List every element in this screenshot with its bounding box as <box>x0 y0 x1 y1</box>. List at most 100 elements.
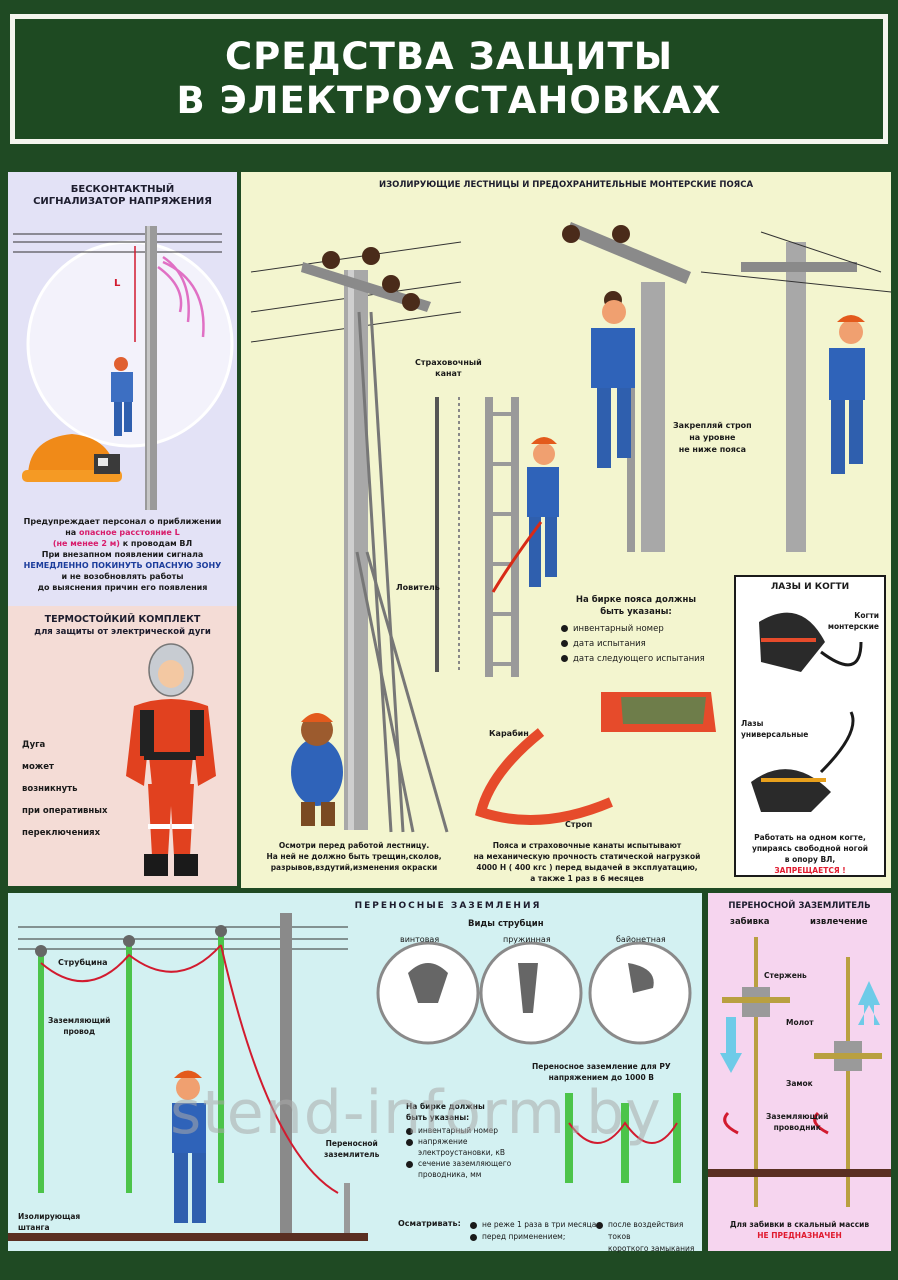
clamp-type-screw: винтовая <box>400 935 440 944</box>
claws-label-line2: монтерские <box>827 622 879 631</box>
detector-warn-leave: НЕМЕДЛЕННО ПОКИНУТЬ ОПАСНУЮ ЗОНУ <box>23 561 222 570</box>
grounding-tag-info: На бирке должны быть указаны: инвентарны… <box>406 1101 516 1180</box>
portable-label-line1: Переносной <box>325 1139 378 1148</box>
fasten-line2: на уровне <box>689 433 736 442</box>
claws-warn-line2: упираясь свободной ногой <box>751 844 869 853</box>
inspect-schedule-list-left: не реже 1 раза в три месяца; перед приме… <box>470 1219 599 1243</box>
claws-title: ЛАЗЫ И КОГТИ <box>770 582 850 592</box>
grounding-tag-list: инвентарный номер напряжение электроуста… <box>406 1125 516 1180</box>
rope-label-line2: канат <box>435 369 462 378</box>
claws-label: Когти монтерские <box>819 610 879 632</box>
belt-test-note: Пояса и страховочные канаты испытывают н… <box>457 840 717 884</box>
header-title-line2: В ЭЛЕКТРОУСТАНОВКАХ <box>176 79 722 122</box>
rope-label-line1: Страховочный <box>415 358 482 367</box>
ladders-panel: ИЗОЛИРУЮЩИЕ ЛЕСТНИЦЫ И ПРЕДОХРАНИТЕЛЬНЫЕ… <box>241 172 892 888</box>
detector-warn-min: (не менее 2 м) <box>52 539 120 548</box>
detector-title: БЕСКОНТАКТНЫЙ СИГНАЛИЗАТОР НАПРЯЖЕНИЯ <box>8 184 237 208</box>
claws-warn-forbidden: ЗАПРЕЩАЕТСЯ ! <box>774 866 846 875</box>
clamp-type-spring: пружинная <box>503 935 551 944</box>
earth-rod-illustration <box>708 937 891 1207</box>
portable-label-line2: заземлитель <box>324 1150 380 1159</box>
test-line3: 4000 Н ( 400 кгс ) перед выдачей в экспл… <box>476 863 698 872</box>
laz-label-line2: универсальные <box>741 730 809 739</box>
thermal-text-line: возникнуть <box>22 784 78 794</box>
grounding-title: ПЕРЕНОСНЫЕ ЗАЗЕМЛЕНИЯ <box>354 901 542 911</box>
earth-col-extract: извлечение <box>810 917 868 927</box>
belt-tag-title2: быть указаны: <box>600 607 672 617</box>
inspect-line3: разрывов,вздутий,изменения окраски <box>270 863 438 872</box>
claws-warning: Работать на одном когте, упираясь свобод… <box>735 832 885 876</box>
ru-label-line2: напряжением до 1000 В <box>548 1073 655 1082</box>
inspect-schedule-label: Осматривать: <box>398 1219 461 1228</box>
grounding-tag-item: сечение заземляющего проводника, мм <box>406 1158 516 1180</box>
earth-cond-line1: Заземляющий <box>766 1112 829 1121</box>
inspect-item-continued: короткого замыкания <box>608 1244 695 1253</box>
thermal-arc-text: Дуга может возникнуть при оперативных пе… <box>22 734 107 844</box>
fasten-line1: Закрепляй строп <box>673 421 752 430</box>
ladder-inspect-note: Осмотри перед работой лестницу. На ней н… <box>251 840 457 873</box>
earth-hammer-label: Молот <box>786 1018 814 1027</box>
belt-tag-item: инвентарный номер <box>561 622 711 637</box>
claws-warn-line1: Работать на одном когте, <box>754 833 866 842</box>
earth-warn-not-intended: НЕ ПРЕДНАЗНАЧЕН <box>757 1231 842 1240</box>
grounding-tag-item: напряжение электроустановки, кВ <box>406 1136 516 1158</box>
thermal-text-line: переключениях <box>22 828 101 838</box>
detector-warn-to-wires: к проводам ВЛ <box>119 539 193 548</box>
earth-conductor-label: Заземляющий проводник <box>766 1111 828 1133</box>
clamp-label: Струбцина <box>58 958 108 967</box>
thermal-suit-illustration <box>126 643 216 876</box>
earth-col-drive: забивка <box>730 917 770 927</box>
watermark: stend-inform.by <box>170 1078 662 1148</box>
earth-warn-line1: Для забивки в скальный массив <box>729 1220 870 1229</box>
grounding-tag-item: инвентарный номер <box>406 1125 516 1136</box>
claws-warn-line3: в опору ВЛ, <box>784 855 836 864</box>
detector-title-line2: СИГНАЛИЗАТОР НАПРЯЖЕНИЯ <box>33 196 212 207</box>
detector-warn-line2: на опасное расстояние L <box>8 527 237 538</box>
earth-lock-label: Замок <box>786 1079 813 1088</box>
rod-label-line2: штанга <box>18 1223 50 1232</box>
claws-label-line1: Когти <box>854 611 879 620</box>
fasten-label: Закрепляй строп на уровне не ниже пояса <box>673 420 752 456</box>
inspect-after-short-list: после воздействия токов <box>596 1219 702 1243</box>
detector-warn-line7: до выяснения причин его появления <box>37 583 208 592</box>
test-line4: а также 1 раз в 6 месяцев <box>530 874 644 883</box>
earth-warning: Для забивки в скальный массив НЕ ПРЕДНАЗ… <box>708 1219 891 1241</box>
laz-label-line1: Лазы <box>741 719 764 728</box>
detector-l-label: L <box>114 278 121 289</box>
grounding-illustration <box>8 913 692 1241</box>
detector-warn-line1: Предупреждает персонал о приближении <box>23 517 222 526</box>
inspect-schedule-list-right: после воздействия токов короткого замыка… <box>596 1219 702 1255</box>
detector-warn-line6: и не возобновлять работы <box>61 572 184 581</box>
thermal-text-line: при оперативных <box>22 806 108 816</box>
fasten-line3: не ниже пояса <box>678 445 747 454</box>
inspect-item: не реже 1 раза в три месяца; <box>470 1219 599 1231</box>
detector-warning: Предупреждает персонал о приближении на … <box>8 516 237 593</box>
grounding-panel: ПЕРЕНОСНЫЕ ЗАЗЕМЛЕНИЯ Струбцина Заземляю… <box>8 893 702 1253</box>
detector-title-line1: БЕСКОНТАКТНЫЙ <box>70 184 175 195</box>
ground-wire-line2: провод <box>63 1027 96 1036</box>
insulating-rod-label: Изолирующая штанга <box>18 1211 80 1233</box>
thermal-text-line: Дуга <box>22 740 46 750</box>
earth-rod-panel: ПЕРЕНОСНОЙ ЗАЗЕМЛИТЕЛЬ забивка извлечени… <box>708 893 891 1251</box>
ladders-illustration <box>250 222 892 877</box>
test-line1: Пояса и страховочные канаты испытывают <box>492 841 682 850</box>
detector-panel: БЕСКОНТАКТНЫЙ СИГНАЛИЗАТОР НАПРЯЖЕНИЯ L … <box>8 172 237 606</box>
strop-label: Строп <box>565 820 593 829</box>
ru-grounding-label: Переносное заземление для РУ напряжением… <box>532 1061 671 1083</box>
ground-wire-line1: Заземляющий <box>48 1016 111 1025</box>
test-line2: на механическую прочность статической на… <box>473 852 701 861</box>
belt-tag-item: дата испытания <box>561 637 711 652</box>
rope-label: Страховочный канат <box>415 357 482 379</box>
ladders-title: ИЗОЛИРУЮЩИЕ ЛЕСТНИЦЫ И ПРЕДОХРАНИТЕЛЬНЫЕ… <box>378 180 754 190</box>
header-title-line1: СРЕДСТВА ЗАЩИТЫ <box>224 35 674 78</box>
belt-tag-title1: На бирке пояса должны <box>575 595 697 605</box>
thermal-title: ТЕРМОСТОЙКИЙ КОМПЛЕКТ для защиты от элек… <box>8 614 237 638</box>
rod-label-line1: Изолирующая <box>18 1212 81 1221</box>
catcher-label: Ловитель <box>396 583 440 592</box>
grounding-tag-title1: На бирке должны <box>406 1102 485 1111</box>
clamp-type-bayonet: байонетная <box>616 935 666 944</box>
belt-tag-info: На бирке пояса должны быть указаны: инве… <box>561 594 711 667</box>
earth-cond-line2: проводник <box>773 1123 821 1132</box>
ground-wire-label: Заземляющий провод <box>48 1015 110 1037</box>
detector-warn-prefix: на <box>65 528 79 537</box>
